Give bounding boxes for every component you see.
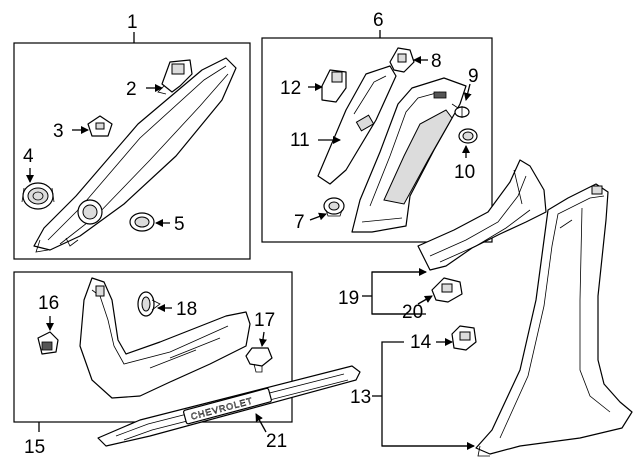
part-14-clip[interactable] — [451, 325, 477, 351]
part-16-clip[interactable] — [37, 331, 59, 355]
part-9-screw[interactable] — [451, 103, 470, 118]
part-2-clip[interactable] — [157, 59, 193, 95]
part-4-grille[interactable] — [21, 182, 55, 210]
part-10-grommet[interactable] — [458, 128, 478, 144]
callout-4: 4 — [23, 146, 34, 167]
callout-17: 17 — [254, 310, 275, 331]
part-7-plug[interactable] — [323, 197, 345, 217]
part-17-clip[interactable] — [245, 347, 273, 373]
part-8-clip[interactable] — [389, 47, 415, 73]
callout-3: 3 — [53, 121, 64, 142]
callout-6: 6 — [373, 10, 384, 31]
callout-16: 16 — [38, 293, 59, 314]
callout-15: 15 — [24, 437, 45, 458]
callout-5: 5 — [174, 214, 185, 235]
part-11-upper-b-pillar[interactable] — [317, 65, 397, 185]
quarter-lower-trim[interactable] — [475, 183, 633, 457]
callout-2: 2 — [126, 79, 137, 100]
group-1-a-pillar-box: 1 2 3 — [13, 12, 251, 260]
callout-21: 21 — [266, 431, 287, 452]
part-12-clip[interactable] — [321, 69, 347, 103]
group-15-kick-panel-box: 15 16 18 17 — [13, 271, 293, 458]
kick-panel-trim[interactable] — [79, 277, 251, 399]
callout-18: 18 — [176, 299, 197, 320]
part-5-plug[interactable] — [129, 212, 155, 232]
callout-13: 13 — [350, 387, 371, 408]
callout-10: 10 — [454, 162, 475, 183]
part-20-clip[interactable] — [431, 277, 463, 303]
bracket-19 — [362, 268, 427, 315]
part-18-plug[interactable] — [137, 291, 161, 317]
b-pillar-lower-trim[interactable] — [351, 77, 467, 233]
callout-7: 7 — [294, 212, 305, 233]
callout-12: 12 — [280, 78, 301, 99]
callout-19: 19 — [338, 288, 359, 309]
upper-quarter-trim[interactable] — [417, 159, 547, 271]
part-3-retainer[interactable] — [87, 115, 113, 137]
a-pillar-trim-panel[interactable] — [33, 57, 237, 253]
callout-11: 11 — [290, 130, 310, 151]
group-6-b-pillar-box: 6 12 11 8 — [261, 10, 493, 243]
callout-9: 9 — [468, 66, 479, 87]
callout-20: 20 — [402, 302, 423, 323]
callout-14: 14 — [410, 332, 432, 353]
bracket-13 — [372, 341, 475, 450]
callout-8: 8 — [431, 51, 442, 72]
callout-1: 1 — [127, 12, 138, 33]
